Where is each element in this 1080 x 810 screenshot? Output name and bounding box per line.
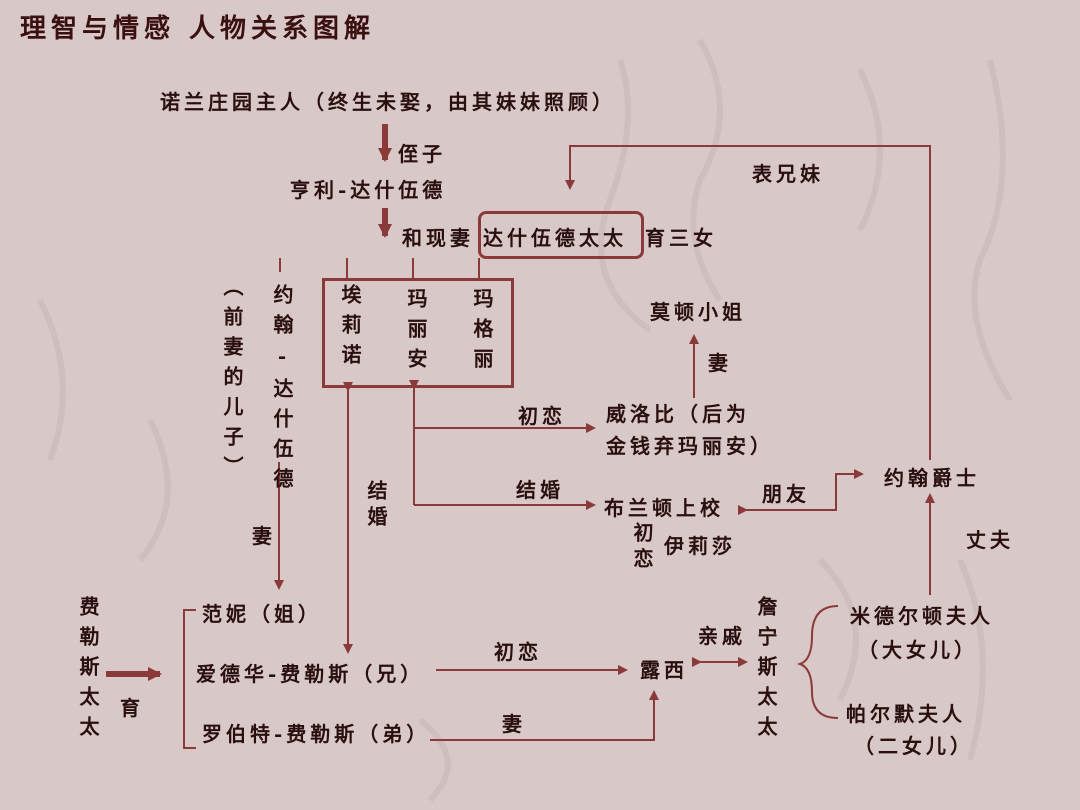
willoughby-line2: 金钱弃玛丽安） (606, 434, 774, 458)
robert-lucy-connector (430, 690, 659, 741)
wife-morton-label: 妻 (708, 351, 732, 375)
mrs-dashwood-highlight (478, 211, 644, 259)
jennings-brace (796, 605, 839, 719)
elinor: 埃莉诺 (338, 284, 362, 374)
first-love-lucy-label: 初恋 (494, 640, 542, 664)
fanny: 范妮（姐） (202, 602, 322, 626)
page-title: 理智与情感 人物关系图解 (20, 14, 376, 44)
wife-line-prefix: 和现妻 (402, 226, 474, 250)
mrs-palmer: 帕尔默夫人 (846, 702, 966, 726)
miss-morton: 莫顿小姐 (650, 300, 746, 324)
relatives-label: 亲戚 (698, 624, 746, 648)
mrs-dashwood: 达什伍德太太 (483, 226, 627, 250)
john-son-note: （前妻的儿子） (220, 276, 244, 486)
wife-fanny-label: 妻 (252, 524, 276, 548)
marianne: 玛丽安 (404, 288, 428, 378)
wife-line-suffix: 育三女 (645, 226, 717, 250)
mrs-jennings: 詹宁斯太太 (754, 596, 778, 746)
sir-john: 约翰爵士 (884, 466, 980, 490)
husband-label: 丈夫 (966, 528, 1014, 552)
edward-ferrars: 爱德华-费勒斯（兄） (196, 662, 425, 686)
norland-master: 诺兰庄园主人（终生未娶，由其妹妹照顾） (160, 90, 616, 114)
nephew-label: 侄子 (398, 142, 446, 166)
lucy: 露西 (640, 658, 688, 682)
first-love-willoughby-label: 初恋 (518, 404, 566, 428)
eliza: 伊莉莎 (664, 534, 736, 558)
background-calligraphy (37, 38, 1013, 803)
gave-birth-label: 育 (120, 696, 144, 720)
margaret: 玛格丽 (470, 288, 494, 378)
robert-ferrars: 罗伯特-费勒斯（弟） (202, 722, 431, 746)
ferrars-bracket (183, 609, 196, 749)
mrs-palmer-note: （二女儿） (854, 734, 974, 758)
married-vertical-label: 结婚 (364, 480, 388, 532)
cousins-label: 表兄妹 (752, 162, 824, 186)
daughters-box (322, 278, 514, 388)
henry-dashwood: 亨利-达什伍德 (290, 178, 447, 202)
mrs-ferrars: 费勒斯太太 (76, 596, 100, 746)
brandon-sirjohn-connector (738, 469, 864, 515)
cousins-connector (565, 145, 931, 460)
wife-robert-label: 妻 (502, 712, 526, 736)
mrs-middleton: 米德尔顿夫人 (850, 604, 994, 628)
john-dashwood: 约翰-达什伍德 (270, 284, 294, 498)
friends-label: 朋友 (762, 482, 810, 506)
willoughby-line1: 威洛比（后为 (606, 402, 750, 426)
colonel-brandon: 布兰顿上校 (604, 496, 724, 520)
first-love-eliza-label: 初恋 (630, 522, 654, 574)
married-brandon-label: 结婚 (516, 478, 564, 502)
mrs-middleton-note: （大女儿） (858, 638, 978, 662)
